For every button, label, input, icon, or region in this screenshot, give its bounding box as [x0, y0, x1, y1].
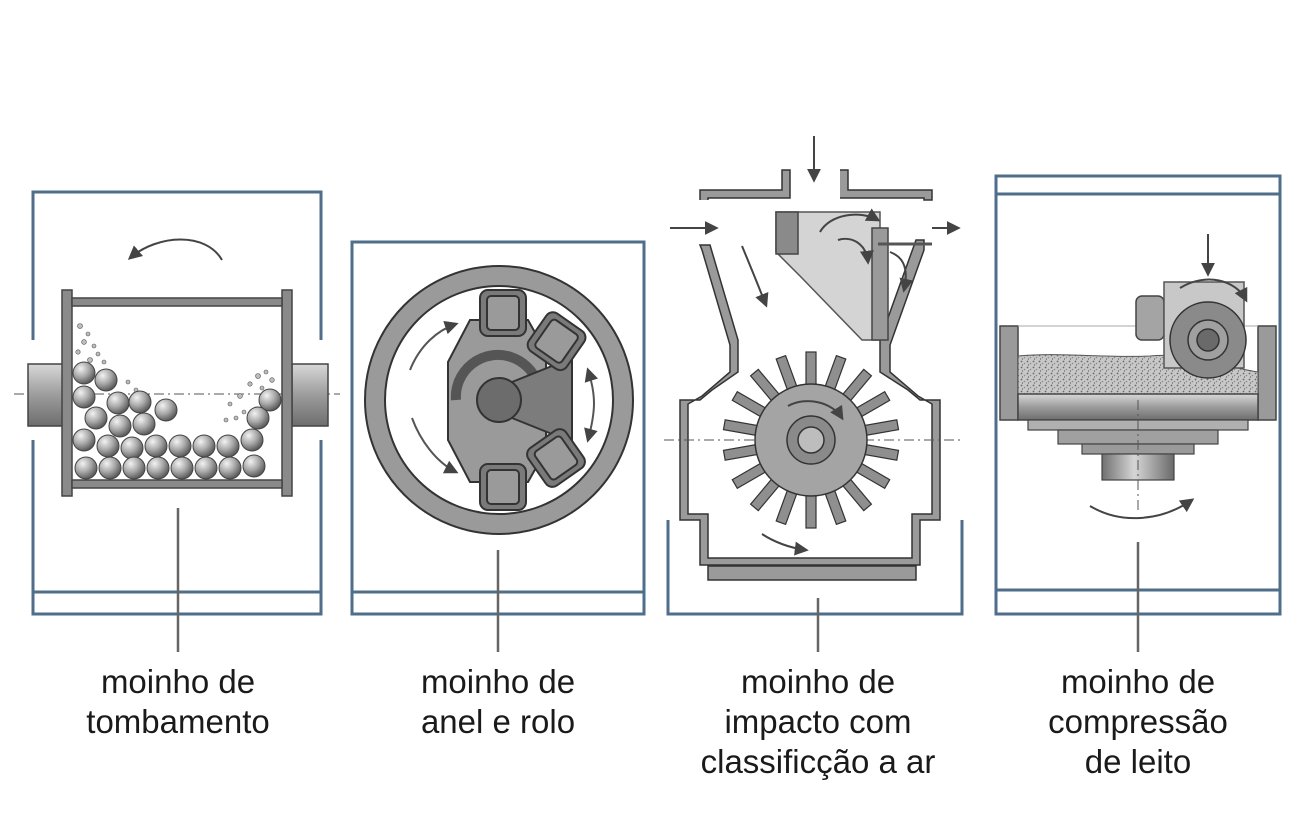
tumbling-mill-icon — [14, 190, 340, 652]
shaft-left — [27, 363, 65, 427]
grinding-balls — [72, 361, 282, 480]
ring-roller-mill-icon — [350, 240, 646, 652]
shaft-right — [291, 363, 329, 427]
caption-line: moinho de — [1060, 663, 1216, 700]
caption-bed-compression-mill: moinho de compressão de leito — [988, 662, 1288, 782]
caption-tumbling-mill: moinho de tombamento — [28, 662, 328, 742]
caption-line: moinho de — [740, 663, 896, 700]
frame — [666, 520, 964, 616]
impact-classifier-mill-icon — [664, 136, 964, 652]
bed-compression-mill-icon — [994, 174, 1282, 652]
caption-ring-roller-mill: moinho de anel e rolo — [348, 662, 648, 742]
caption-line: moinho de — [420, 663, 576, 700]
rollers — [479, 289, 587, 511]
rotation-arrow — [127, 238, 223, 261]
caption-line: anel e rolo — [420, 703, 576, 740]
caption-impact-mill: moinho de impacto com classificção a ar — [668, 662, 968, 782]
hub — [476, 377, 522, 423]
impact-rotor — [722, 351, 900, 529]
caption-line: tombamento — [86, 703, 270, 740]
force-arrows — [1089, 234, 1248, 520]
air-flow-arrows — [670, 136, 961, 556]
caption-line: impacto com — [724, 703, 912, 740]
frame-top — [31, 190, 323, 340]
caption-line: moinho de — [100, 663, 256, 700]
rotation-arrows — [409, 320, 599, 474]
caption-line: compressão — [1048, 703, 1228, 740]
caption-line: de leito — [1084, 743, 1192, 780]
mill-housing — [679, 239, 941, 566]
caption-line: classificção a ar — [700, 743, 936, 780]
